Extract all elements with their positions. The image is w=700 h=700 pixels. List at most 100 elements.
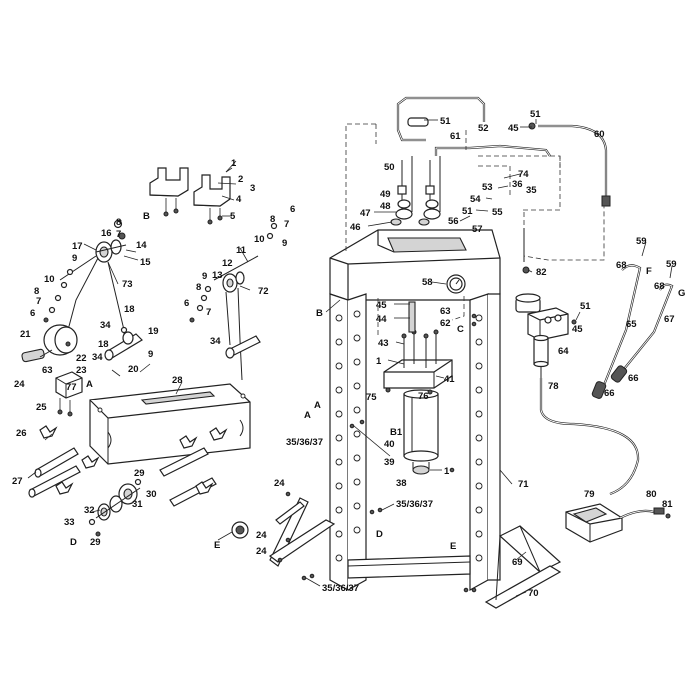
left-winch-assembly xyxy=(21,160,278,541)
callout-32: 32 xyxy=(84,505,95,516)
callout-34: 34 xyxy=(100,320,111,331)
right-upright xyxy=(469,293,489,592)
callout-45: 45 xyxy=(572,324,583,335)
callout-labels: 1 2 3 4 5 6 7 8 9 10 B 8 7 16 14 17 15 9… xyxy=(12,109,685,599)
right-upright-holes xyxy=(475,314,483,562)
callout-77: 77 xyxy=(66,382,77,393)
callout-21: 21 xyxy=(20,329,31,340)
callout-17: 17 xyxy=(72,241,83,252)
callout-81: 81 xyxy=(662,499,673,510)
callout-12: 12 xyxy=(222,258,233,269)
callout-31: 31 xyxy=(132,499,143,510)
callout-a-right: A xyxy=(304,410,311,421)
callout-13: 13 xyxy=(212,270,223,281)
callout-75: 75 xyxy=(366,392,377,403)
press-frame xyxy=(329,229,501,592)
callout-79: 79 xyxy=(584,489,595,500)
frame-hardware xyxy=(277,313,477,593)
valve-stack xyxy=(390,156,441,226)
rope-72 xyxy=(237,287,243,381)
callout-56: 56 xyxy=(448,216,459,227)
callout-35-36-37: 35/36/37 xyxy=(286,437,323,448)
callout-62: 62 xyxy=(440,318,451,329)
callout-24: 24 xyxy=(256,530,267,541)
callout-7: 7 xyxy=(36,296,41,307)
callout-a-left: A xyxy=(86,379,93,390)
callout-5: 5 xyxy=(230,211,236,222)
callout-11: 11 xyxy=(236,245,247,256)
callout-61: 61 xyxy=(450,131,461,142)
callout-30: 30 xyxy=(146,489,157,500)
rope-73 xyxy=(67,257,99,331)
bottom-beam xyxy=(347,555,471,579)
callout-22: 22 xyxy=(76,353,87,364)
callout-45: 45 xyxy=(508,123,519,134)
callout-35: 35 xyxy=(526,185,537,196)
callout-a-right: A xyxy=(314,400,321,411)
callout-33: 33 xyxy=(64,517,75,528)
callout-59: 59 xyxy=(666,259,677,270)
pressure-gauge-58 xyxy=(446,274,466,294)
callout-1: 1 xyxy=(444,466,450,477)
callout-52: 52 xyxy=(478,123,489,134)
callout-67: 67 xyxy=(664,314,675,325)
callout-leaders-right xyxy=(305,119,673,597)
callout-68: 68 xyxy=(654,281,665,292)
callout-9: 9 xyxy=(148,349,153,360)
callout-8: 8 xyxy=(270,214,275,225)
callout-b-left: B xyxy=(143,211,150,222)
winch-bracket xyxy=(55,371,83,417)
callout-9: 9 xyxy=(72,253,77,264)
callout-29: 29 xyxy=(134,468,145,479)
callout-16: 16 xyxy=(101,228,112,239)
callout-f: F xyxy=(646,266,652,277)
callout-70: 70 xyxy=(528,588,539,599)
roller-19 xyxy=(104,326,143,361)
callout-39: 39 xyxy=(384,457,395,468)
wing-nuts xyxy=(39,425,228,495)
callout-8: 8 xyxy=(34,286,39,297)
callout-6: 6 xyxy=(290,204,295,215)
callout-1: 1 xyxy=(376,356,382,367)
callout-51: 51 xyxy=(462,206,473,217)
callout-9: 9 xyxy=(282,238,287,249)
callout-8: 8 xyxy=(116,217,121,228)
callout-69: 69 xyxy=(512,557,523,568)
left-upright xyxy=(329,293,349,592)
hydraulic-line-61 xyxy=(396,96,551,157)
callout-43: 43 xyxy=(378,338,389,349)
callout-50: 50 xyxy=(384,162,395,173)
callout-41: 41 xyxy=(444,374,455,385)
hydraulic-cylinder xyxy=(383,301,453,475)
callout-24: 24 xyxy=(256,546,267,557)
callout-19: 19 xyxy=(148,326,159,337)
callout-10: 10 xyxy=(44,274,55,285)
air-hose-78 xyxy=(539,378,640,496)
air-hose-80 xyxy=(619,507,671,519)
callout-38: 38 xyxy=(396,478,407,489)
callout-15: 15 xyxy=(140,257,151,268)
winch-21 xyxy=(21,324,78,363)
callout-80: 80 xyxy=(646,489,657,500)
roller-e xyxy=(231,521,249,539)
bracket-pair xyxy=(149,167,237,225)
callout-46: 46 xyxy=(350,222,361,233)
callout-2: 2 xyxy=(238,174,243,185)
callout-24: 24 xyxy=(274,478,285,489)
callout-44: 44 xyxy=(376,314,387,325)
callout-60: 60 xyxy=(594,129,605,140)
callout-74: 74 xyxy=(518,169,529,180)
callout-55: 55 xyxy=(492,207,503,218)
callout-78: 78 xyxy=(548,381,559,392)
callout-34: 34 xyxy=(92,352,103,363)
callout-d-right: D xyxy=(376,529,383,540)
callout-c-right: C xyxy=(457,324,464,335)
callout-57: 57 xyxy=(472,224,483,235)
left-upright-holes xyxy=(335,310,361,562)
left-foot xyxy=(268,497,336,567)
callout-51: 51 xyxy=(530,109,541,120)
lower-pulleys xyxy=(88,478,142,537)
callout-59: 59 xyxy=(636,236,647,247)
pump-unit xyxy=(515,228,577,378)
